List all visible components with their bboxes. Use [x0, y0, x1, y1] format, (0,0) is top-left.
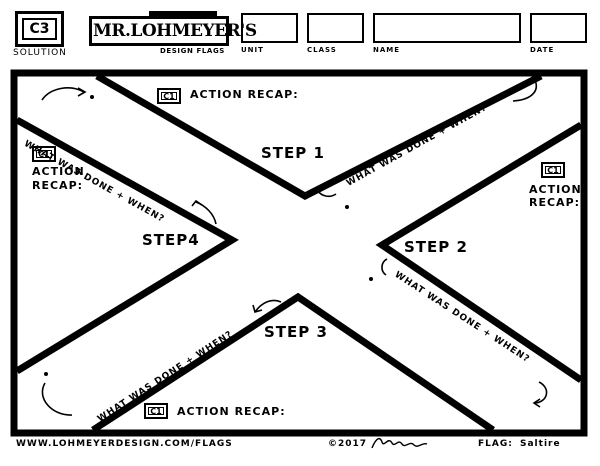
- footer-copyright: ©2017: [328, 439, 368, 449]
- arrow-top-left-head: [77, 87, 87, 97]
- step-1-label: STEP 1: [261, 144, 325, 162]
- arrow-top-right: [512, 79, 537, 102]
- arrow-step3-head: [252, 304, 263, 313]
- c1-badge-bottom: C1: [144, 403, 168, 419]
- arrow-bottom-right-head: [532, 398, 541, 408]
- step-2-label: STEP 2: [404, 238, 468, 256]
- c3-badge-text: C3: [22, 18, 57, 40]
- logo-frame: [89, 16, 229, 46]
- arrow-step2: [381, 258, 388, 276]
- saltire-edge-bottom: [91, 292, 495, 433]
- logo-subtitle: DESIGN FLAGS: [160, 47, 225, 55]
- class-label: CLASS: [307, 46, 337, 54]
- dot-center-bottom: [369, 277, 373, 281]
- name-label: NAME: [373, 46, 401, 54]
- date-label: DATE: [530, 46, 555, 54]
- c1-badge-left: C1: [32, 146, 56, 162]
- c3-badge: C3: [15, 11, 64, 47]
- saltire-edge-right: [375, 122, 583, 383]
- step-4-label: STEP4: [142, 231, 200, 249]
- logo-bar-decoration: [149, 11, 217, 17]
- dot-bottom-left: [44, 372, 48, 376]
- action-recap-left-line1: ACTION: [32, 165, 85, 178]
- flag-frame: [10, 69, 588, 437]
- c1-badge-right: C1: [541, 162, 565, 178]
- logo-title: MR.LOHMEYER'S: [93, 21, 257, 41]
- saltire-edge-left: [15, 116, 239, 374]
- saltire-edge-top: [95, 72, 543, 200]
- action-recap-left-line2: RECAP:: [32, 179, 84, 192]
- action-recap-right-line2: RECAP:: [529, 196, 581, 209]
- name-field[interactable]: [373, 13, 521, 43]
- dot-top-left: [90, 95, 94, 99]
- arrow-top-left: [41, 87, 85, 101]
- solution-label: SOLUTION: [13, 48, 67, 58]
- footer-flag-label: FLAG:: [478, 439, 513, 449]
- footer-url[interactable]: WWW.LOHMEYERDESIGN.COM/FLAGS: [16, 439, 233, 449]
- arrow-bottom-right: [534, 381, 548, 404]
- date-field[interactable]: [530, 13, 587, 43]
- signature-mark: [371, 437, 428, 449]
- unit-label: UNIT: [241, 46, 264, 54]
- action-recap-top: ACTION RECAP:: [190, 88, 299, 101]
- c1-badge-top: C1: [157, 88, 181, 104]
- footer-flag-name: Saltire: [520, 439, 561, 449]
- step-3-label: STEP 3: [264, 323, 328, 341]
- arrow-bottom-left: [41, 382, 73, 416]
- unit-field[interactable]: [241, 13, 298, 43]
- arrow-step4-head: [191, 199, 203, 207]
- lohmeyer-logo: MR.LOHMEYER'S DESIGN FLAGS: [89, 11, 257, 55]
- arrow-step1: [316, 189, 337, 198]
- class-field[interactable]: [307, 13, 364, 43]
- dot-center-top: [345, 205, 349, 209]
- action-recap-bottom: ACTION RECAP:: [177, 405, 286, 418]
- arrow-step3: [254, 299, 282, 313]
- action-recap-right-line1: ACTION: [529, 183, 582, 196]
